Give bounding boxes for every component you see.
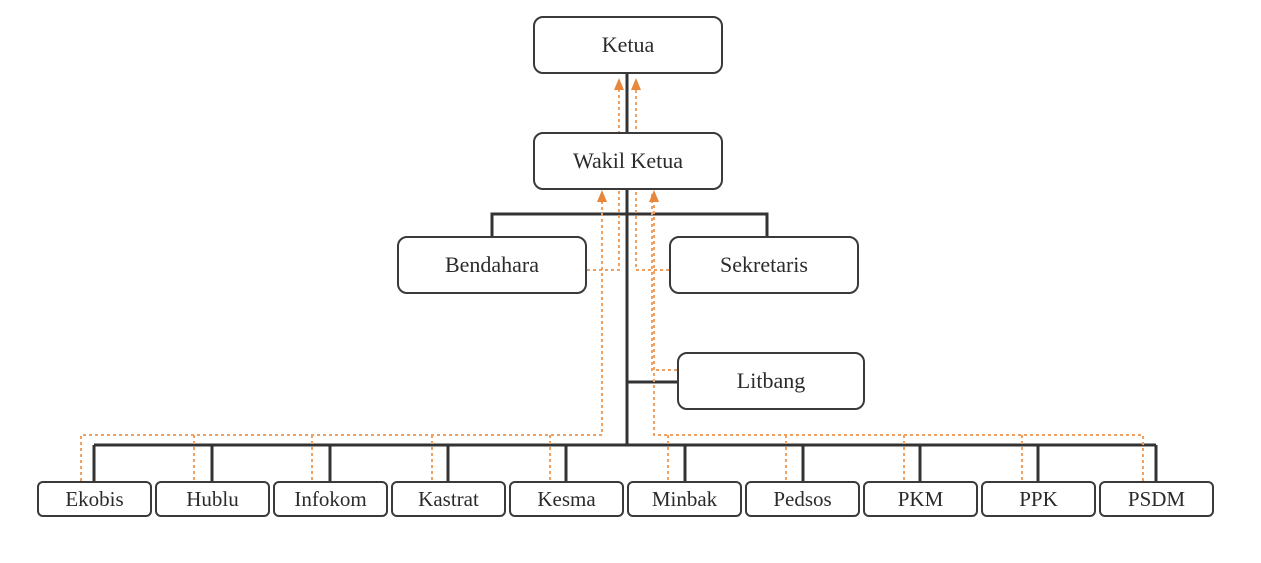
division-label: Kesma: [537, 486, 596, 511]
node-label: Litbang: [736, 368, 806, 393]
arrow-up-icon: [597, 190, 607, 202]
dotted-litbang-line: [651, 194, 677, 371]
dotted-divisions-left-line: [80, 194, 603, 481]
node-label: Wakil Ketua: [572, 148, 684, 173]
division-hublu: Hublu: [155, 481, 270, 517]
division-kastrat: Kastrat: [391, 481, 506, 517]
division-label: Infokom: [294, 486, 367, 511]
division-label: PKM: [897, 486, 944, 511]
node-ketua: Ketua: [533, 16, 723, 74]
division-ekobis: Ekobis: [37, 481, 152, 517]
division-pedsos: Pedsos: [745, 481, 860, 517]
division-psdm: PSDM: [1099, 481, 1214, 517]
node-sekretaris: Sekretaris: [669, 236, 859, 294]
division-pkm: PKM: [863, 481, 978, 517]
node-label: Bendahara: [444, 252, 540, 277]
node-litbang: Litbang: [677, 352, 865, 410]
division-label: Kastrat: [418, 486, 479, 511]
dotted-divisions-right-line: [653, 194, 1144, 481]
division-infokom: Infokom: [273, 481, 388, 517]
division-minbak: Minbak: [627, 481, 742, 517]
division-label: Hublu: [186, 486, 239, 511]
division-label: Minbak: [651, 486, 718, 511]
node-label: Ketua: [601, 32, 655, 57]
division-kesma: Kesma: [509, 481, 624, 517]
solid-connectors: [92, 74, 1158, 481]
arrowheads: [597, 78, 659, 202]
arrow-up-icon: [649, 190, 659, 202]
division-label: PSDM: [1127, 486, 1186, 511]
division-ppk: PPK: [981, 481, 1096, 517]
node-wakil-ketua: Wakil Ketua: [533, 132, 723, 190]
division-label: PPK: [1019, 486, 1058, 511]
division-label: Pedsos: [773, 486, 832, 511]
division-label: Ekobis: [65, 486, 124, 511]
node-label: Sekretaris: [720, 252, 808, 277]
arrow-up-icon: [614, 78, 624, 90]
division-drops: [92, 445, 1158, 481]
arrow-up-icon: [631, 78, 641, 90]
node-bendahara: Bendahara: [397, 236, 587, 294]
deputy-staff-bracket: [490, 212, 769, 237]
